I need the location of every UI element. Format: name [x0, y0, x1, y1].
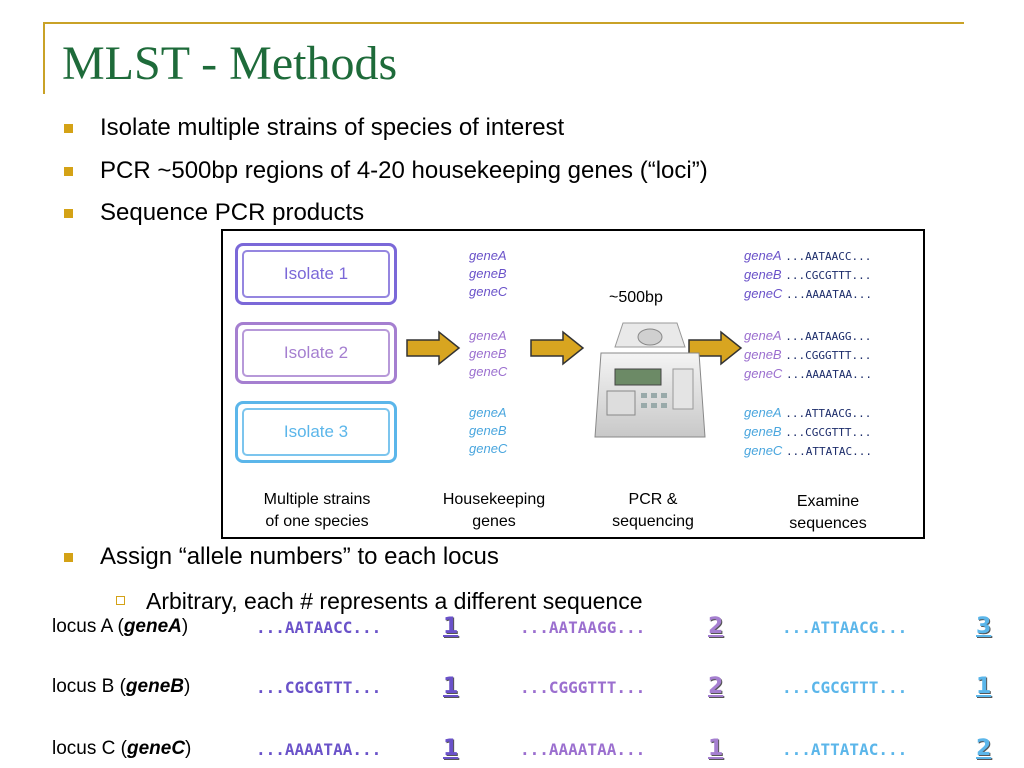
allele-number: 3: [976, 614, 992, 639]
gene-name: geneB: [744, 267, 782, 282]
isolate-2-label: Isolate 2: [283, 343, 349, 362]
pcr-size-label: ~500bp: [609, 289, 663, 306]
gene-name: geneA: [744, 405, 782, 420]
gene-name: geneC: [469, 284, 508, 299]
isolate-1-box: Isolate 1: [235, 243, 397, 305]
caption-line: Multiple strains: [263, 491, 371, 508]
allele-number: 2: [976, 736, 992, 761]
isolate-1-label: Isolate 1: [283, 264, 349, 283]
locus-label: locus C (geneC): [52, 738, 192, 759]
caption-strains: Multiple strains of one species: [237, 489, 397, 533]
gene-name: geneA: [744, 248, 782, 263]
sequence-text: ...CGCGTTT...: [785, 269, 872, 282]
sequence-text: ...CGGGTTT...: [785, 349, 872, 362]
locus-row-b: locus B (geneB) ...CGCGTTT... 1 ...CGGGT…: [0, 674, 1024, 704]
sequence-list-3: geneA ...ATTAACG... geneB ...CGCGTTT... …: [744, 404, 872, 461]
caption-line: Housekeeping: [442, 491, 546, 508]
gene-name: geneA: [469, 405, 507, 420]
allele-number: 1: [443, 674, 459, 699]
thermocycler-icon: [594, 322, 706, 438]
bullet-square-icon: [64, 167, 73, 176]
caption-line: Examine: [796, 493, 860, 510]
mlst-workflow-figure: Isolate 1 Isolate 2 Isolate 3 geneA gene…: [221, 229, 925, 539]
allele-number: 2: [708, 674, 724, 699]
locus-sequence: ...AAAATAA...: [256, 740, 382, 759]
isolate-2-box: Isolate 2: [235, 322, 397, 384]
gene-name: geneC: [744, 443, 783, 458]
sequence-text: ...ATTAACG...: [785, 407, 872, 420]
bullet-text: Isolate multiple strains of species of i…: [100, 114, 565, 141]
gene-name: geneB: [469, 346, 507, 361]
caption-line: of one species: [265, 513, 369, 530]
sequence-text: ...AATAACC...: [785, 250, 872, 263]
caption-genes: Housekeeping genes: [421, 489, 567, 533]
sequence-text: ...AAAATAA...: [785, 288, 873, 301]
sequence-text: ...CGCGTTT...: [785, 426, 872, 439]
gene-name: geneC: [744, 286, 783, 301]
gene-list-3: geneA geneB geneC: [469, 404, 507, 458]
locus-sequence: ...CGGGTTT...: [520, 678, 646, 697]
locus-sequence: ...CGCGTTT...: [256, 678, 382, 697]
locus-sequence: ...AATAAGG...: [520, 618, 646, 637]
allele-number: 1: [443, 736, 459, 761]
caption-line: sequencing: [612, 513, 694, 530]
locus-row-a: locus A (geneA) ...AATAACC... 1 ...AATAA…: [0, 614, 1024, 644]
gene-name: geneC: [744, 366, 783, 381]
bullet-text: Sequence PCR products: [100, 199, 365, 226]
allele-number: 1: [976, 674, 992, 699]
arrow-right-icon: [530, 330, 585, 366]
title-frame-top-line: [43, 22, 964, 24]
gene-name: geneA: [469, 248, 507, 263]
caption-pcr: PCR & sequencing: [587, 489, 719, 533]
gene-name: geneC: [469, 441, 508, 456]
caption-line: PCR &: [628, 491, 678, 508]
gene-list-1: geneA geneB geneC: [469, 247, 507, 301]
title-frame-left-line: [43, 22, 45, 94]
bullet-square-icon: [64, 209, 73, 218]
sequence-text: ...ATTATAC...: [785, 445, 873, 458]
sequence-list-2: geneA ...AATAAGG... geneB ...CGGGTTT... …: [744, 327, 872, 384]
locus-sequence: ...CGCGTTT...: [782, 678, 908, 697]
caption-line: sequences: [789, 515, 867, 532]
locus-sequence: ...ATTAACG...: [782, 618, 908, 637]
sequence-text: ...AATAAGG...: [785, 330, 872, 343]
hollow-square-bullet-icon: [116, 596, 125, 605]
locus-sequence: ...AATAACC...: [256, 618, 382, 637]
gene-name: geneA: [744, 328, 782, 343]
bullet-text: Assign “allele numbers” to each locus: [100, 543, 499, 570]
gene-list-2: geneA geneB geneC: [469, 327, 507, 381]
sequence-list-1: geneA ...AATAACC... geneB ...CGCGTTT... …: [744, 247, 872, 304]
locus-row-c: locus C (geneC) ...AAAATAA... 1 ...AAAAT…: [0, 736, 1024, 766]
locus-label: locus A (geneA): [52, 616, 189, 637]
bullet-square-icon: [64, 553, 73, 562]
gene-name: geneA: [469, 328, 507, 343]
gene-name: geneB: [469, 266, 507, 281]
gene-name: geneB: [744, 424, 782, 439]
caption-examine: Examine sequences: [759, 491, 897, 535]
bullet-text: PCR ~500bp regions of 4-20 housekeeping …: [100, 157, 708, 184]
allele-number: 1: [708, 736, 724, 761]
gene-name: geneB: [469, 423, 507, 438]
bullet-square-icon: [64, 124, 73, 133]
sequence-text: ...AAAATAA...: [785, 368, 873, 381]
gene-name: geneC: [469, 364, 508, 379]
locus-label: locus B (geneB): [52, 676, 191, 697]
isolate-3-box: Isolate 3: [235, 401, 397, 463]
sub-bullet-text: Arbitrary, each # represents a different…: [146, 588, 643, 614]
arrow-right-icon: [406, 330, 461, 366]
gene-name: geneB: [744, 347, 782, 362]
slide-title: MLST - Methods: [62, 37, 398, 90]
caption-line: genes: [472, 513, 516, 530]
locus-sequence: ...AAAATAA...: [520, 740, 646, 759]
locus-sequence: ...ATTATAC...: [782, 740, 908, 759]
allele-number: 2: [708, 614, 724, 639]
allele-number: 1: [443, 614, 459, 639]
isolate-3-label: Isolate 3: [283, 422, 349, 441]
